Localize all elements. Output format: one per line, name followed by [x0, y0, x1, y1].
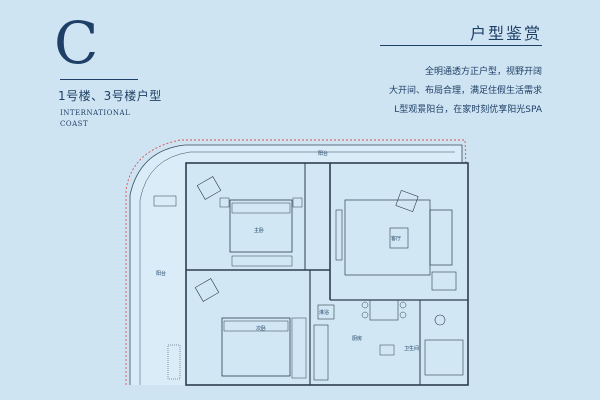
room-label-master: 主卧: [254, 227, 264, 234]
room-label-second: 次卧: [256, 325, 266, 332]
english-name-line2: COAST: [60, 120, 89, 128]
coffee-table: [389, 227, 409, 249]
room-label-living: 客厅: [391, 235, 401, 242]
tv-cabinet: [335, 209, 343, 261]
armchair: [395, 190, 419, 212]
bed-second: [221, 317, 291, 377]
bed-master: [229, 199, 293, 253]
armchair: [196, 176, 222, 200]
apartment-body: [185, 162, 469, 386]
nightstand: [219, 197, 230, 208]
feature-item: 大开间、布局合理，满足住假生活需求: [388, 86, 542, 96]
sink: [379, 344, 395, 356]
dining-chair: [399, 311, 407, 319]
side-table: [431, 271, 457, 291]
page-title: 户型鉴赏: [469, 24, 542, 43]
toilet: [434, 314, 446, 326]
heading-divider: [380, 45, 542, 46]
plan-boundary: [125, 139, 469, 386]
wardrobe: [231, 255, 293, 267]
title-divider: [60, 79, 138, 80]
shower-stall: [317, 304, 335, 320]
bed-second-pillows: [223, 320, 289, 332]
bathtub: [424, 339, 464, 376]
feature-item: 全明通透方正户型，视野开阔: [424, 67, 542, 77]
dining-chair: [361, 311, 369, 319]
english-name-line1: INTERNATIONAL: [60, 109, 131, 117]
room-label-kitchen: 厨房: [352, 335, 362, 342]
wardrobe: [291, 317, 307, 379]
room-label-bathroom: 卫生间: [404, 345, 419, 352]
room-label-balcony-top: 阳台: [318, 150, 328, 157]
type-letter: C: [54, 9, 99, 77]
kitchen-counter: [313, 324, 329, 381]
dining-chair: [361, 301, 369, 309]
feature-item: L型观景阳台，在家时刻优享阳光SPA: [394, 105, 542, 115]
nightstand: [292, 197, 303, 208]
dining-chair: [399, 301, 407, 309]
feature-list: 全明通透方正户型，视野开阔 大开间、布局合理，满足住假生活需求 L型观景阳台，在…: [389, 63, 542, 120]
balcony-inner-line: [139, 151, 455, 385]
bed-master-pillows: [231, 202, 291, 214]
room-label-shower: 淋浴: [319, 309, 329, 316]
balcony-table: [153, 195, 177, 207]
balcony-seat: [167, 344, 181, 380]
room-label-balcony-side: 阳台: [156, 270, 166, 277]
dining-table: [369, 299, 399, 321]
armchair: [194, 278, 220, 302]
building-label: 1号楼、3号楼户型: [58, 89, 162, 103]
sofa: [429, 209, 453, 266]
